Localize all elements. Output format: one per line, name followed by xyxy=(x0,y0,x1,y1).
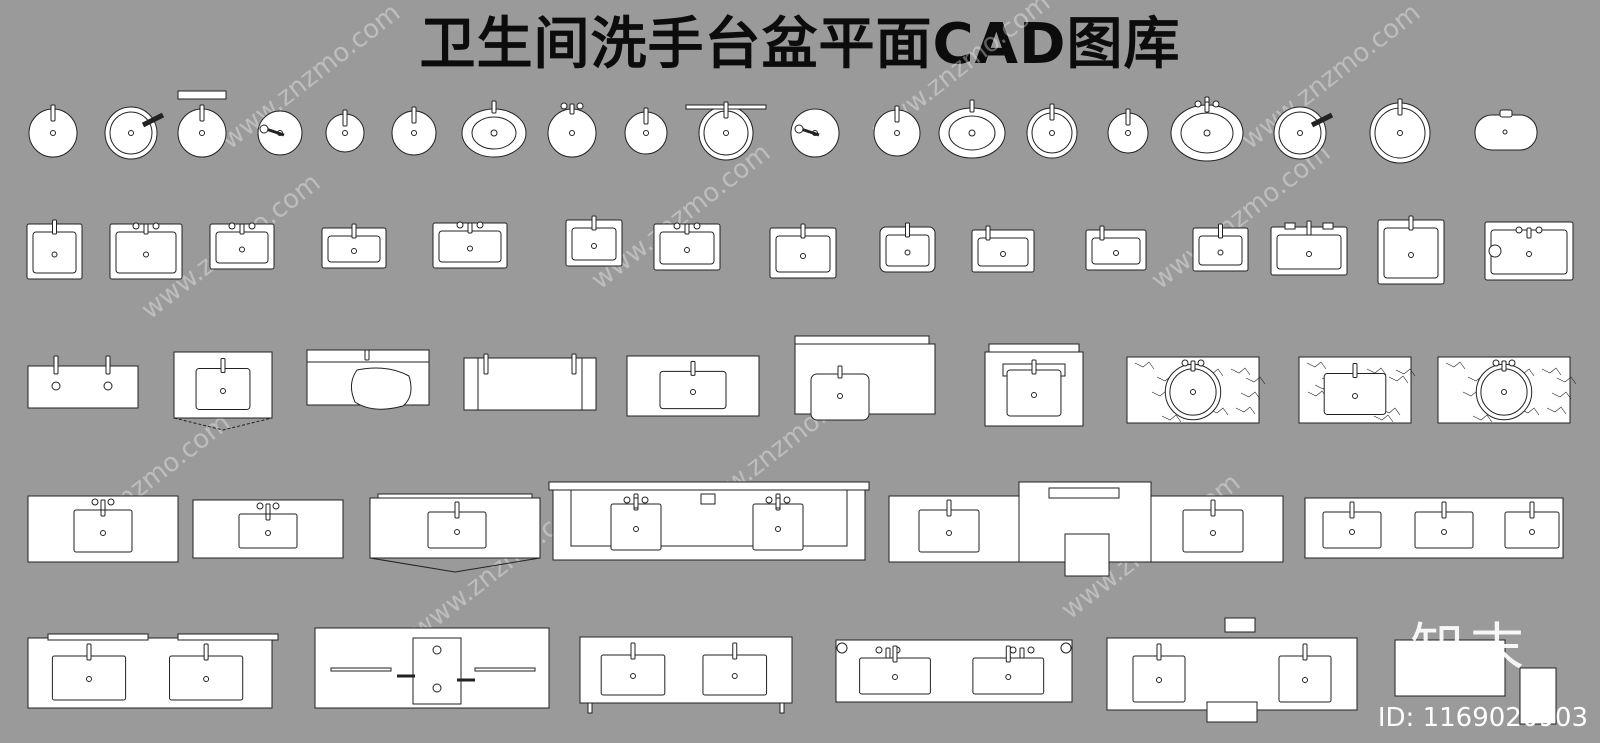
round-basin-mirror-bar xyxy=(177,90,227,158)
vanity-with-apron xyxy=(173,351,273,431)
image-id-label: ID: 1169020903 xyxy=(1377,703,1588,733)
rect-basin-shelf-faucet xyxy=(1270,220,1348,276)
marble-counter-round-basin xyxy=(1126,356,1266,424)
round-basin-cross-handles xyxy=(547,102,597,158)
round-basin-side-faucet xyxy=(104,106,165,160)
brand-logo-frame xyxy=(1394,639,1557,725)
trough-sink xyxy=(463,353,597,411)
counter-with-pebble-basin xyxy=(306,349,430,410)
triple-basin-vanity xyxy=(1304,497,1564,559)
round-basin-swivel xyxy=(790,108,840,158)
round-basin-side-lever xyxy=(1273,106,1334,160)
rect-basin-cross-handles xyxy=(653,222,721,271)
round-basin-wide-shelf xyxy=(685,101,767,161)
marble-counter-rect-basin xyxy=(1298,356,1416,424)
large-round-basin xyxy=(1369,98,1431,164)
rect-basin-cross-handles xyxy=(432,221,508,269)
round-basin xyxy=(391,106,437,156)
fixtures-layer xyxy=(26,90,1577,725)
vanity-with-apron xyxy=(369,493,541,573)
vanity-with-tray xyxy=(984,343,1084,427)
vanity-single-basin xyxy=(192,499,344,559)
rect-basin xyxy=(26,219,83,280)
double-vanity-mirrors xyxy=(27,633,279,709)
double-vanity-stepped xyxy=(1106,617,1358,723)
watermark-text: www.znzmo.com xyxy=(216,0,406,156)
watermark-text: www.znzmo.com xyxy=(586,138,776,296)
page-title: 卫生间洗手台盆平面CAD图库 xyxy=(419,12,1181,77)
oval-basin-ornate xyxy=(461,100,527,158)
square-basin xyxy=(565,215,623,267)
rect-basin-cross-handles xyxy=(209,222,275,270)
counter-with-towel-bars xyxy=(314,627,550,709)
vanity-single-basin xyxy=(27,495,179,563)
rect-basin-plain xyxy=(1192,223,1249,272)
double-vanity-framed xyxy=(835,639,1073,703)
rect-basin-wall-spout xyxy=(321,223,387,269)
small-round-basin xyxy=(325,109,365,153)
round-basin-wall-spout xyxy=(1107,108,1149,154)
brand-logo-text: 知末 xyxy=(1410,617,1530,680)
double-vanity-with-shelf xyxy=(548,481,870,561)
round-basin xyxy=(1026,103,1078,159)
double-basin-trough xyxy=(27,355,139,409)
framed-vanity xyxy=(626,355,760,417)
round-basin xyxy=(28,104,78,158)
rect-basin-double-handle xyxy=(109,222,183,280)
double-vanity-legs xyxy=(579,636,793,714)
capsule-basin xyxy=(1474,109,1538,151)
square-vessel-basin xyxy=(1377,215,1445,285)
oval-undermount-basin xyxy=(938,99,1006,159)
rect-basin-side-spout xyxy=(971,225,1035,273)
split-vanity xyxy=(888,481,1284,577)
round-basin-pedestal xyxy=(624,107,668,155)
rect-basin-round-drain xyxy=(1484,221,1574,281)
rect-basin-offset-spout xyxy=(1085,225,1147,271)
round-basin-lever xyxy=(873,105,921,157)
round-basin-tilted xyxy=(257,110,303,156)
marble-counter-large-basin xyxy=(1437,356,1577,424)
oval-basin-cross-handles xyxy=(1170,96,1244,162)
rect-basin-rounded xyxy=(879,222,936,273)
rect-basin xyxy=(769,223,837,279)
angled-vanity xyxy=(794,335,936,421)
